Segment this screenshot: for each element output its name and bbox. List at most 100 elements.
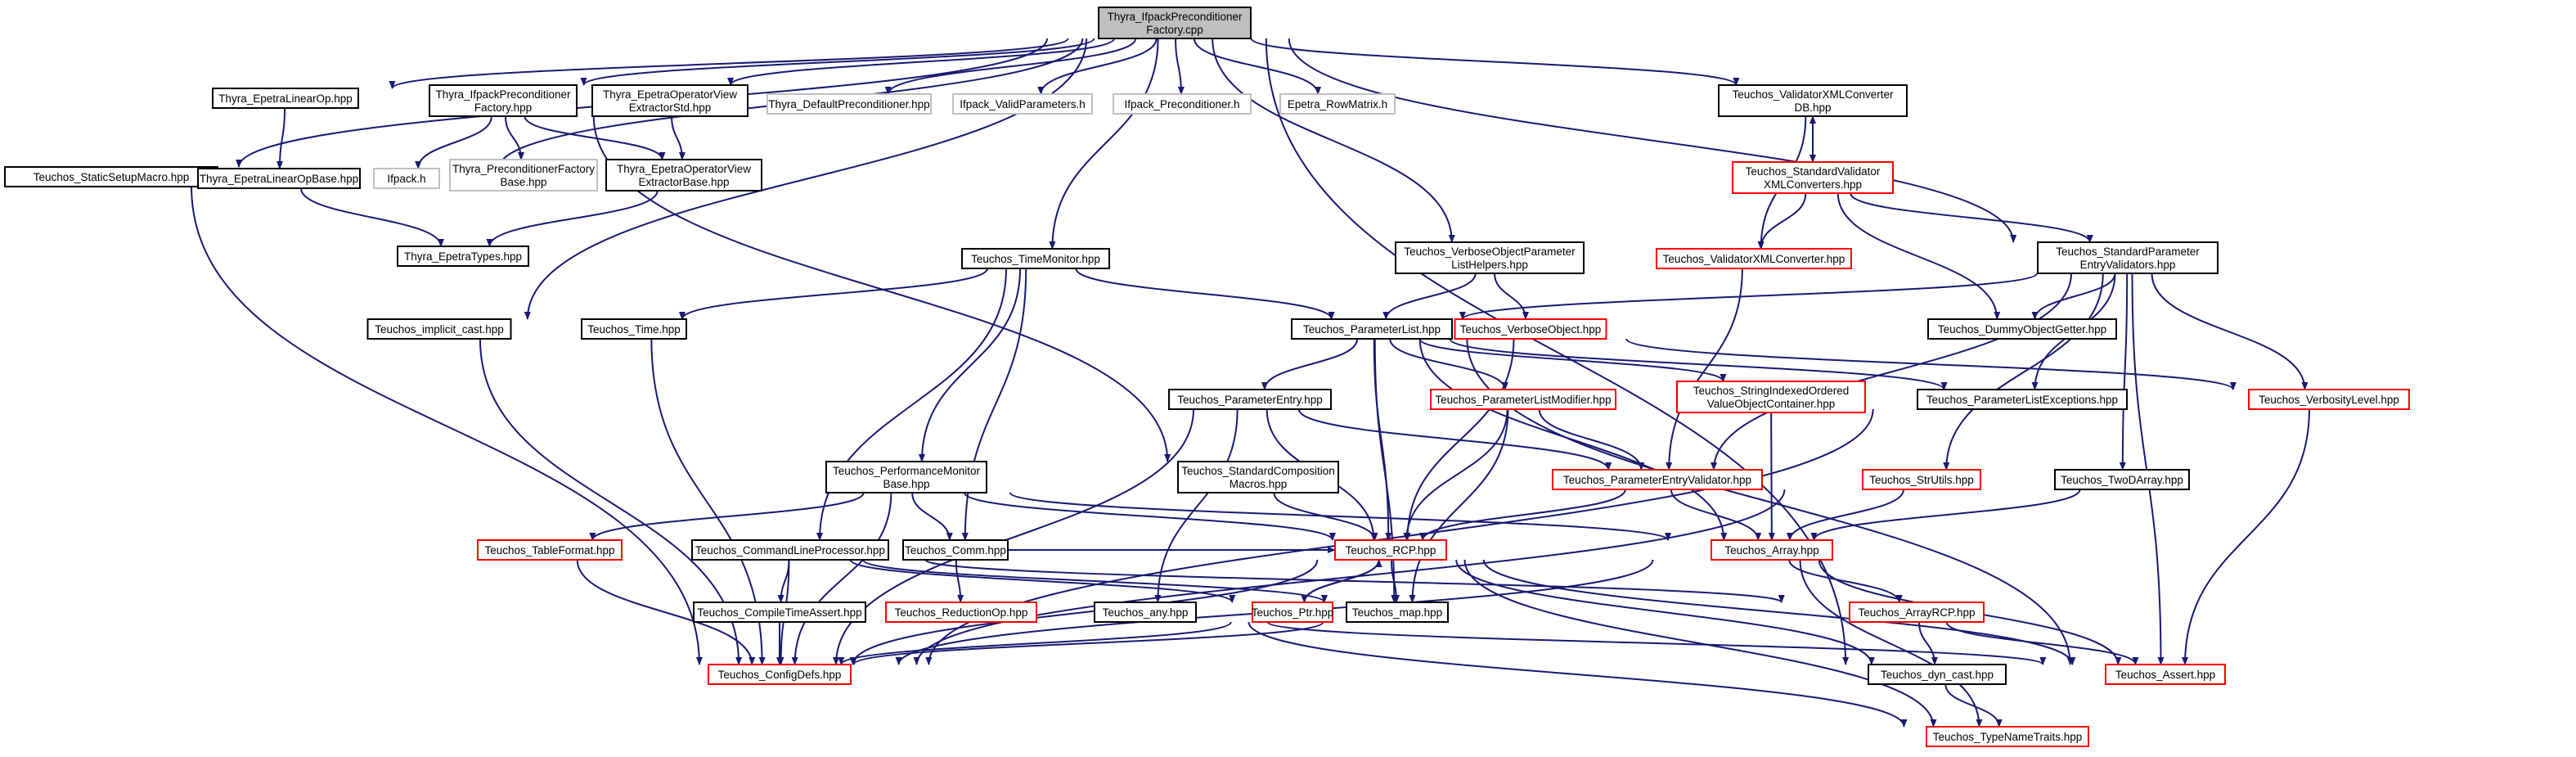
node-root-label-1: Factory.cpp [1146, 24, 1203, 36]
node-reductionop-box [885, 602, 1037, 623]
edge-any-to-typenametraits [1248, 621, 1908, 728]
node-stringindexed[interactable]: Teuchos_StringIndexedOrderedValueObjectC… [1676, 381, 1866, 413]
node-defaultprec[interactable]: Thyra_DefaultPreconditioner.hpp [767, 93, 932, 115]
node-any[interactable]: Teuchos_any.hpp [1094, 602, 1197, 623]
node-paramlist[interactable]: Teuchos_ParameterList.hpp [1291, 318, 1453, 340]
node-dyncast-box [1868, 664, 2007, 685]
node-verbositylevel[interactable]: Teuchos_VerbosityLevel.hpp [2248, 389, 2410, 410]
edge-arrayrcp-to-dyncast [1918, 621, 1938, 665]
node-tableformat[interactable]: Teuchos_TableFormat.hpp [477, 539, 623, 561]
node-cmdlineproc-box [691, 539, 889, 561]
node-paramentry[interactable]: Teuchos_ParameterEntry.hpp [1168, 389, 1332, 410]
edge-comm-to-reductionop [955, 559, 964, 603]
edge-paramentryvalidator-to-array [1670, 489, 1762, 541]
node-opviewstd-label-0: Thyra_EpetraOperatorView [603, 88, 737, 101]
node-validatorxml[interactable]: Teuchos_ValidatorXMLConverter.hpp [1656, 248, 1852, 269]
node-comm-box [902, 539, 1009, 561]
edge-paramentryvalidator-to-rcp [1419, 489, 1626, 541]
node-epetralinearopbase-label-0: Thyra_EpetraLinearOpBase.hpp [200, 173, 358, 185]
node-opviewbase[interactable]: Thyra_EpetraOperatorViewExtractorBase.hp… [605, 159, 762, 192]
node-dyncast-label-0: Teuchos_dyn_cast.hpp [1881, 669, 1994, 681]
node-dyncast[interactable]: Teuchos_dyn_cast.hpp [1868, 664, 2007, 685]
node-map-label-0: Teuchos_map.hpp [1352, 606, 1442, 619]
node-compiletimeassert[interactable]: Teuchos_CompileTimeAssert.hpp [693, 602, 866, 623]
node-configdefs[interactable]: Teuchos_ConfigDefs.hpp [708, 664, 852, 685]
node-validatorxml-box [1656, 248, 1852, 269]
node-stdparamvalidators[interactable]: Teuchos_StandardParameterEntryValidators… [2037, 241, 2219, 274]
node-implicitcast[interactable]: Teuchos_implicit_cast.hpp [366, 318, 512, 340]
node-comm[interactable]: Teuchos_Comm.hpp [902, 539, 1009, 561]
node-rcp-label-0: Teuchos_RCP.hpp [1346, 544, 1436, 556]
node-validatorxmldb-box [1718, 84, 1908, 117]
node-epetralinearop-box [212, 88, 359, 109]
node-assert-box [2105, 664, 2226, 685]
edges-layer [191, 38, 2310, 728]
node-time[interactable]: Teuchos_Time.hpp [581, 318, 687, 340]
node-verboseobj-label-0: Teuchos_VerboseObject.hpp [1460, 323, 1602, 336]
edge-paramlistmodifier-to-map [1409, 408, 1509, 603]
node-cmdlineproc-label-0: Teuchos_CommandLineProcessor.hpp [695, 544, 885, 556]
node-stdcomposition-label-0: Teuchos_StandardComposition [1181, 465, 1335, 477]
node-paramentryvalidator[interactable]: Teuchos_ParameterEntryValidator.hpp [1552, 469, 1763, 490]
node-timemonitor-label-0: Teuchos_TimeMonitor.hpp [971, 253, 1100, 265]
node-assert[interactable]: Teuchos_Assert.hpp [2105, 664, 2226, 685]
node-ifpackh[interactable]: Ifpack.h [373, 168, 440, 189]
node-any-box [1094, 602, 1197, 623]
node-verboseobjhelpers[interactable]: Teuchos_VerboseObjectParameterListHelper… [1395, 241, 1585, 274]
node-assert-label-0: Teuchos_Assert.hpp [2115, 669, 2215, 681]
edge-stdvalidatorxml-to-stdparamvalidators [1850, 192, 2093, 243]
node-dummyobj[interactable]: Teuchos_DummyObjectGetter.hpp [1927, 318, 2117, 340]
node-reductionop[interactable]: Teuchos_ReductionOp.hpp [885, 602, 1037, 623]
node-epetratypes[interactable]: Thyra_EpetraTypes.hpp [397, 246, 529, 267]
node-staticsetup[interactable]: Teuchos_StaticSetupMacro.hpp [4, 166, 218, 187]
edge-perfmonitor-to-configdefs [791, 492, 892, 665]
node-arrayrcp[interactable]: Teuchos_ArrayRCP.hpp [1849, 602, 1985, 623]
node-array[interactable]: Teuchos_Array.hpp [1711, 539, 1833, 561]
node-stdcomposition-label-1: Macros.hpp [1230, 478, 1288, 490]
node-cmdlineproc[interactable]: Teuchos_CommandLineProcessor.hpp [691, 539, 889, 561]
node-paramlistexceptions-box [1917, 389, 2128, 410]
edge-root-to-validatorxmldb [1250, 38, 1740, 86]
node-verbositylevel-box [2248, 389, 2410, 410]
node-ptr[interactable]: Teuchos_Ptr.hpp [1252, 602, 1334, 623]
node-strutils[interactable]: Teuchos_StrUtils.hpp [1862, 469, 1981, 490]
node-verboseobjhelpers-label-1: ListHelpers.hpp [1451, 259, 1528, 271]
node-stdvalidatorxml[interactable]: Teuchos_StandardValidatorXMLConverters.h… [1732, 161, 1894, 194]
node-paramlistmodifier[interactable]: Teuchos_ParameterListModifier.hpp [1430, 389, 1616, 410]
node-rcp[interactable]: Teuchos_RCP.hpp [1334, 539, 1447, 561]
node-map[interactable]: Teuchos_map.hpp [1346, 602, 1449, 623]
node-strutils-label-0: Teuchos_StrUtils.hpp [1869, 474, 1974, 486]
node-ifpackprec[interactable]: Ifpack_Preconditioner.h [1113, 93, 1252, 115]
node-epetralinearop[interactable]: Thyra_EpetraLinearOp.hpp [212, 88, 359, 109]
node-rowmatrix[interactable]: Epetra_RowMatrix.h [1279, 93, 1396, 115]
edge-root-to-verboseobjhelpers [1212, 38, 1455, 243]
node-timemonitor[interactable]: Teuchos_TimeMonitor.hpp [961, 248, 1110, 269]
node-epetralinearopbase[interactable]: Thyra_EpetraLinearOpBase.hpp [197, 168, 361, 189]
edge-paramlist-to-paramlistmodifier [1389, 338, 1508, 390]
edge-stdcomposition-to-rcp [1273, 492, 1378, 541]
node-opviewstd-label-1: ExtractorStd.hpp [629, 101, 712, 114]
edge-root-to-opviewstd [727, 38, 1115, 86]
node-paramlistexceptions[interactable]: Teuchos_ParameterListExceptions.hpp [1917, 389, 2128, 410]
edge-cmdlineproc-to-map [862, 559, 1328, 603]
node-compiletimeassert-label-0: Teuchos_CompileTimeAssert.hpp [697, 606, 861, 619]
node-typenametraits[interactable]: Teuchos_TypeNameTraits.hpp [1926, 726, 2089, 747]
node-twodarray-box [2054, 469, 2190, 490]
edge-stdparamvalidators-to-twodarray [2119, 273, 2129, 471]
node-verboseobj-box [1454, 318, 1607, 340]
edge-timemonitor-to-perfmonitor [918, 268, 1022, 462]
node-verboseobj[interactable]: Teuchos_VerboseObject.hpp [1454, 318, 1607, 340]
edge-root-to-dyncast [1265, 38, 1850, 665]
node-stdparamvalidators-label-1: EntryValidators.hpp [2080, 259, 2176, 271]
node-ifpackprecfactory-label-0: Thyra_IfpackPreconditioner [435, 88, 571, 101]
node-validparams[interactable]: Ifpack_ValidParameters.h [952, 93, 1093, 115]
node-validatorxmldb-label-0: Teuchos_ValidatorXMLConverter [1732, 88, 1894, 101]
node-twodarray[interactable]: Teuchos_TwoDArray.hpp [2054, 469, 2190, 490]
